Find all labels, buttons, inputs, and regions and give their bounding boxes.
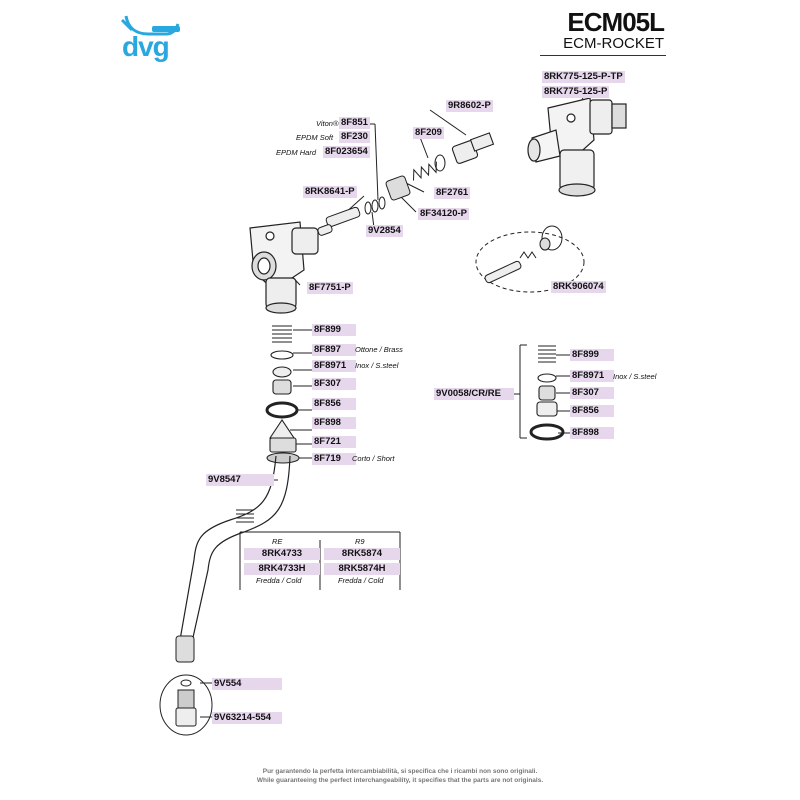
part-8f899[interactable]: 8F899 (312, 324, 356, 336)
brand-logo: dvg (118, 8, 182, 62)
part-8f8971[interactable]: 8F8971 (312, 360, 356, 372)
part-8rk5874h[interactable]: 8RK5874H (324, 563, 400, 575)
note-inox: Inox / S.steel (355, 361, 399, 370)
note-r9: R9 (355, 537, 365, 546)
part-8f856[interactable]: 8F856 (312, 398, 356, 410)
note-cold-r9: Fredda / Cold (338, 576, 384, 585)
part-8rk775-125-p[interactable]: 8RK775-125-P (542, 86, 610, 98)
part-8f34120-p[interactable]: 8F34120-P (418, 208, 470, 220)
part-8f856-right[interactable]: 8F856 (570, 405, 614, 417)
part-8f898[interactable]: 8F898 (312, 417, 356, 429)
part-8f8971-right[interactable]: 8F8971 (570, 370, 614, 382)
model-subtitle: ECM-ROCKET (563, 35, 664, 52)
part-9r8602-p[interactable]: 9R8602-P (446, 100, 493, 112)
part-8rk906074[interactable]: 8RK906074 (551, 281, 606, 293)
part-9v8547[interactable]: 9V8547 (206, 474, 274, 486)
part-8f898-right[interactable]: 8F898 (570, 427, 614, 439)
part-8f7751-p[interactable]: 8F7751-P (307, 282, 353, 294)
brand-name: dvg (122, 31, 170, 62)
part-8rk775-125-p-tp[interactable]: 8RK775-125-P-TP (542, 71, 625, 83)
note-re: RE (272, 537, 283, 546)
part-8f851[interactable]: 8F851 (339, 117, 370, 129)
note-epdm-hard: EPDM Hard (276, 148, 317, 157)
part-8rk5874[interactable]: 8RK5874 (324, 548, 400, 560)
part-8f023654[interactable]: 8F023654 (323, 146, 370, 158)
part-8f307[interactable]: 8F307 (312, 378, 356, 390)
footer-note-en: While guaranteeing the perfect interchan… (256, 777, 544, 784)
part-8f307-right[interactable]: 8F307 (570, 387, 614, 399)
model-title: ECM05L (567, 7, 665, 37)
part-9v554[interactable]: 9V554 (212, 678, 282, 690)
part-8f2761[interactable]: 8F2761 (434, 187, 471, 199)
part-8rk4733h[interactable]: 8RK4733H (244, 563, 320, 575)
note-inox-right: Inox / S.steel (613, 372, 657, 381)
part-8f230[interactable]: 8F230 (339, 131, 370, 143)
part-8f719[interactable]: 8F719 (312, 453, 356, 465)
part-9v2854[interactable]: 9V2854 (366, 225, 403, 237)
note-cold-re: Fredda / Cold (256, 576, 302, 585)
note-short: Corto / Short (352, 454, 395, 463)
cup-icon (120, 15, 180, 36)
part-8f721[interactable]: 8F721 (312, 436, 356, 448)
part-8rk4733[interactable]: 8RK4733 (244, 548, 320, 560)
part-8f899-right[interactable]: 8F899 (570, 349, 614, 361)
footer-note-it: Pur garantendo la perfetta intercambiabi… (262, 768, 538, 775)
part-8rk8641-p[interactable]: 8RK8641-P (303, 186, 357, 198)
title-rule (540, 55, 666, 56)
part-9v63214-554[interactable]: 9V63214-554 (212, 712, 282, 724)
note-epdm-soft: EPDM Soft (296, 133, 334, 142)
part-9v0058[interactable]: 9V0058/CR/RE (434, 388, 514, 400)
note-brass: Ottone / Brass (355, 345, 403, 354)
note-viton: Viton® (316, 119, 339, 128)
part-8f897[interactable]: 8F897 (312, 344, 356, 356)
part-8f209[interactable]: 8F209 (413, 127, 444, 139)
